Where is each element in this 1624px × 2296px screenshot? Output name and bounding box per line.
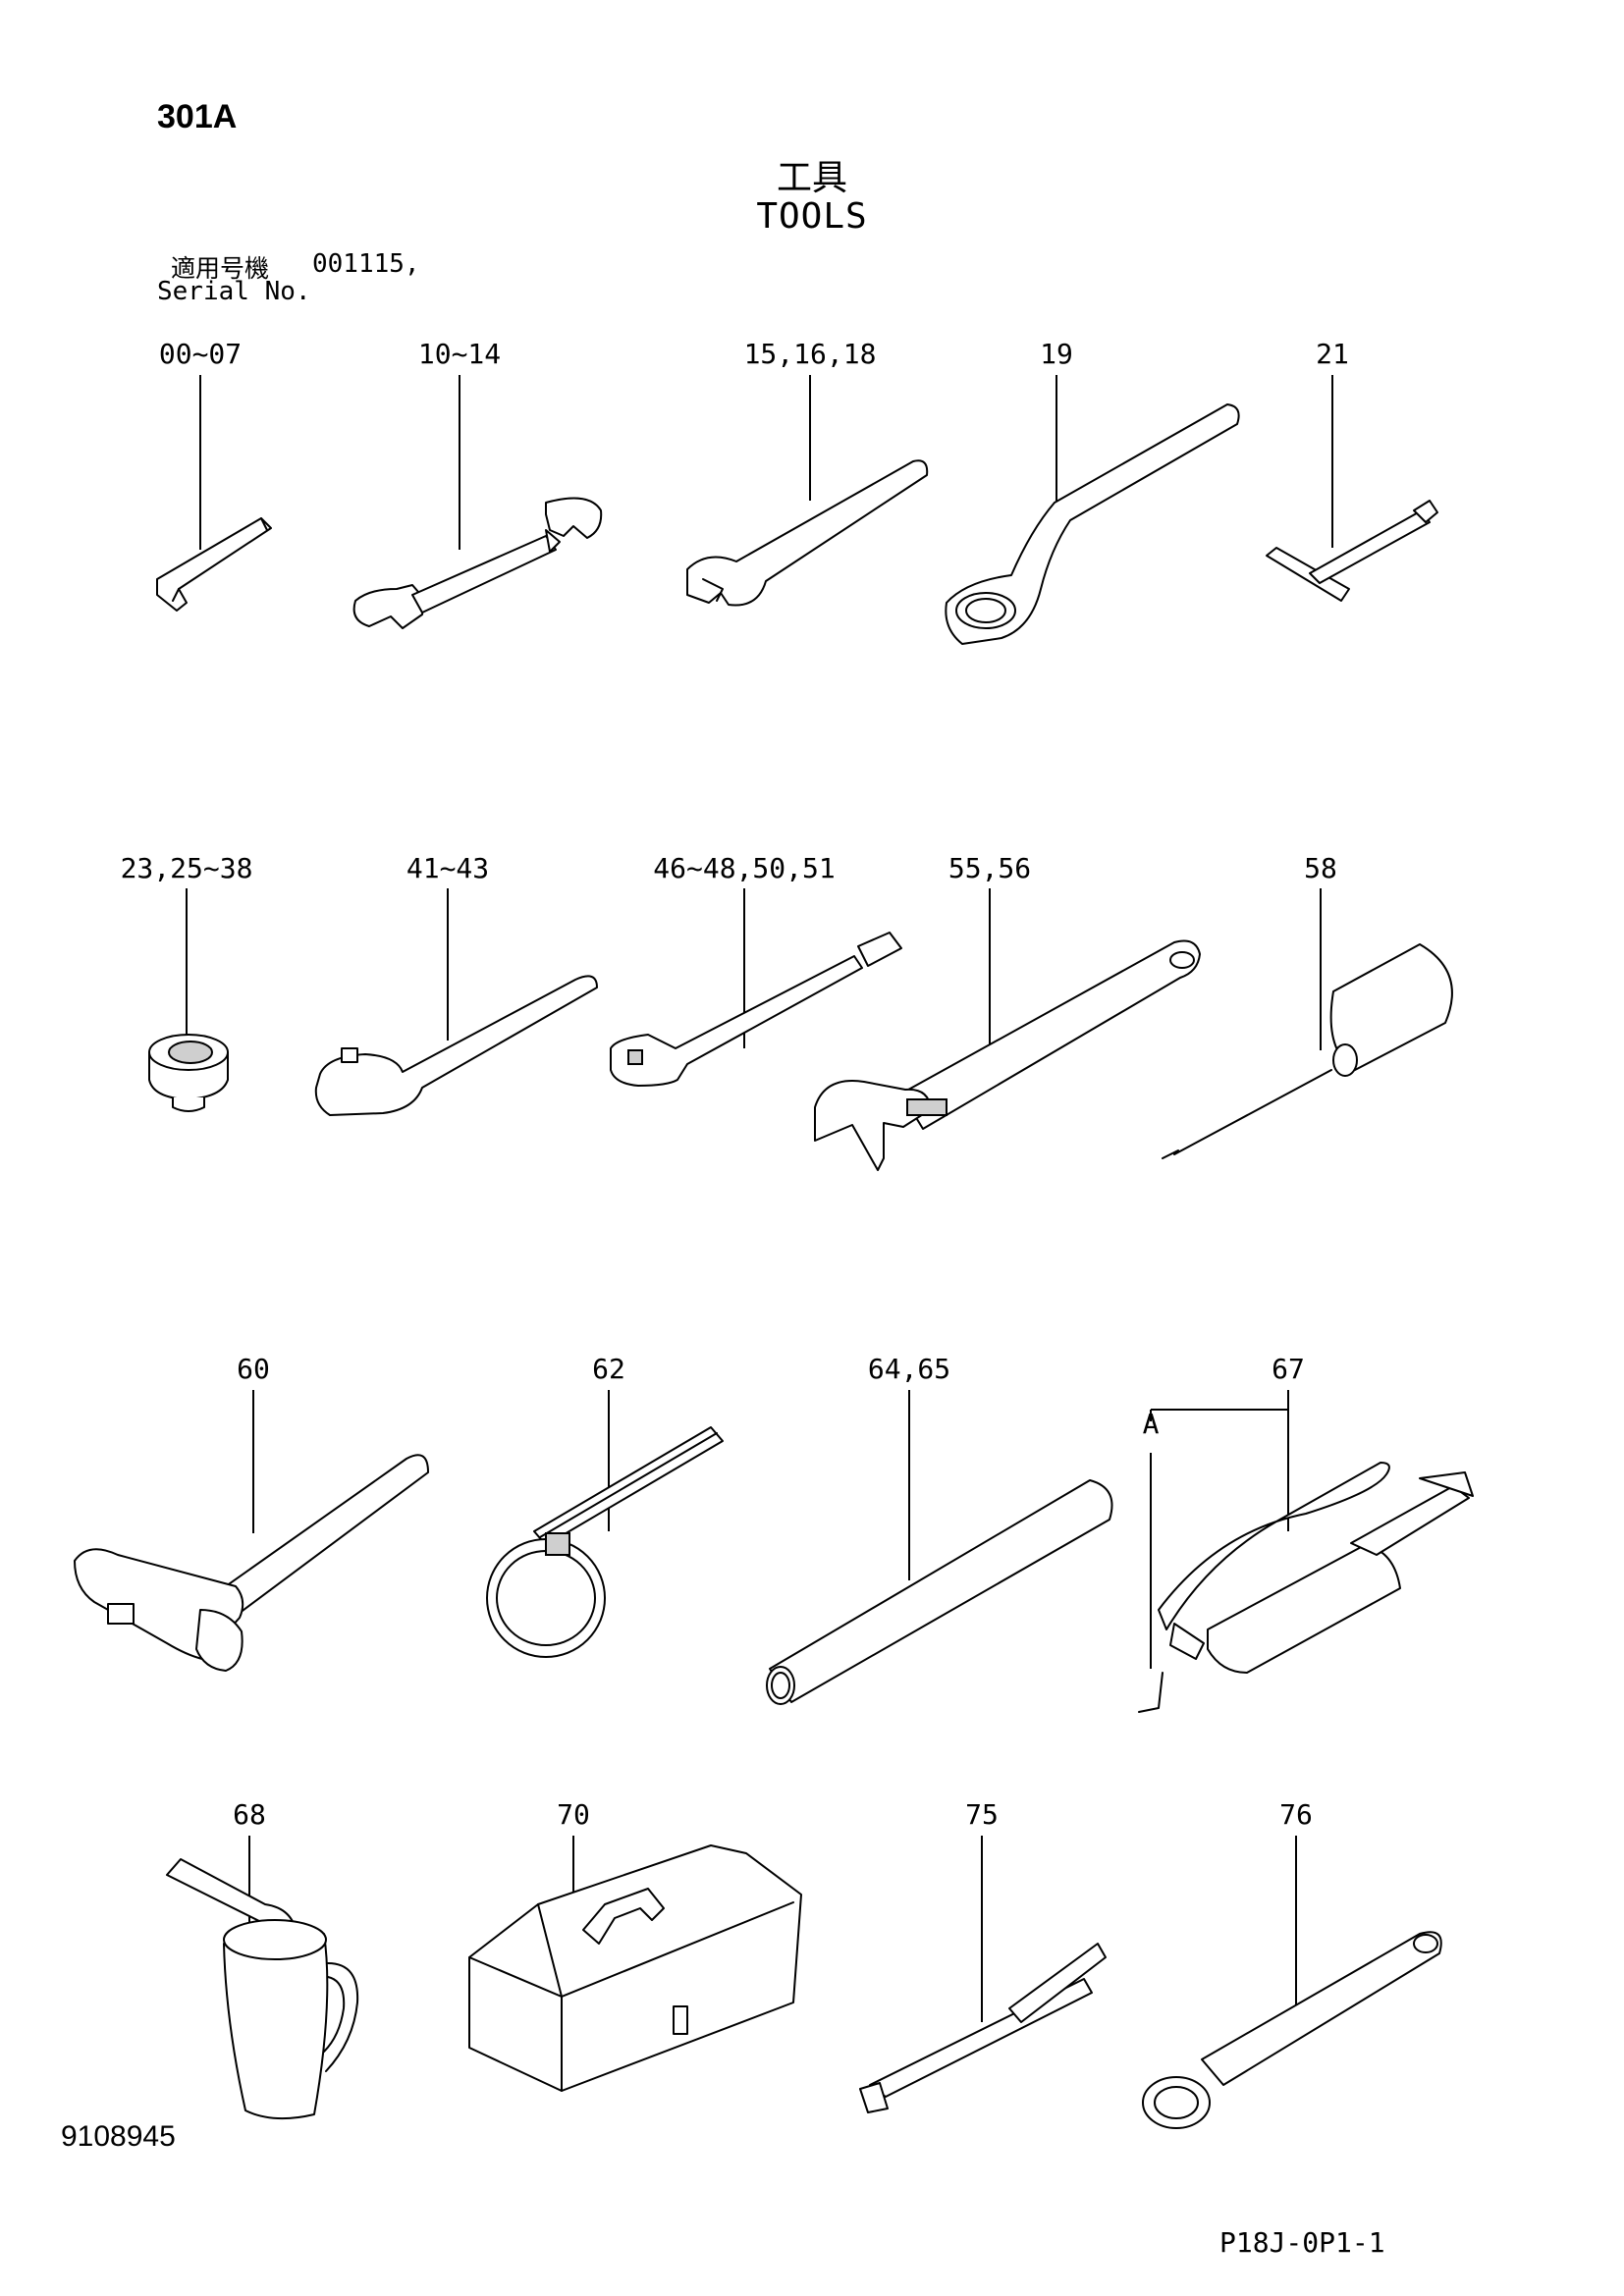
page-title-japanese: 工具: [776, 158, 847, 198]
page-code: 301A: [157, 98, 238, 135]
offset-ring-wrench-icon: [945, 403, 1240, 645]
callout-l-rod: 75: [965, 1798, 999, 1831]
l-rod-icon: [859, 1943, 1107, 2113]
callout-hammer: 60: [237, 1353, 270, 1385]
callout-adjustable-wrench: 55,56: [947, 852, 1032, 884]
serial-value: 001115,: [312, 249, 420, 279]
callout-double-open-wrench: 15,16,18: [743, 338, 877, 370]
callout-ratchet-handle: 41~43: [406, 852, 490, 884]
toolbox-icon: [468, 1844, 802, 2092]
callout-ring-wrench: 76: [1279, 1798, 1313, 1831]
grease-gun-icon: [1138, 1462, 1474, 1713]
extension-bar-icon: [610, 932, 902, 1087]
callout-offset-ring-wrench: 19: [1040, 338, 1073, 370]
callout-filter-wrench: 62: [592, 1353, 625, 1385]
screwdriver-icon: [1162, 943, 1453, 1159]
single-open-wrench-icon: [352, 497, 603, 629]
pipe-icon: [766, 1479, 1113, 1705]
callout-socket: 23,25~38: [120, 852, 253, 884]
page-title: TOOLS: [756, 196, 868, 237]
t-handle-wrench-icon: [1266, 500, 1438, 602]
page-reference: P18J-0P1-1: [1219, 2226, 1385, 2259]
ring-wrench-icon: [1142, 1931, 1442, 2129]
callout-hex-key: 00~07: [158, 338, 243, 370]
callout-pipe: 64,65: [867, 1353, 951, 1385]
hammer-icon: [74, 1454, 429, 1672]
ratchet-handle-icon: [314, 975, 598, 1116]
callout-grease-gun-detail-a: A: [1142, 1408, 1160, 1440]
callout-toolbox: 70: [557, 1798, 590, 1831]
callout-extension-bar: 46~48,50,51: [653, 852, 836, 884]
callout-t-handle-wrench: 21: [1316, 338, 1349, 370]
leader-lines: [186, 375, 1333, 2022]
document-number: 9108945: [61, 2120, 176, 2153]
oil-jug-icon: [166, 1858, 359, 2120]
hex-key-icon: [156, 517, 272, 612]
callout-screwdriver: 58: [1304, 852, 1337, 884]
adjustable-wrench-icon: [814, 939, 1201, 1171]
double-open-wrench-icon: [686, 459, 929, 607]
callout-grease-gun: 67: [1272, 1353, 1305, 1385]
serial-label: Serial No.: [157, 277, 311, 306]
callout-single-open-wrench: 10~14: [417, 338, 502, 370]
socket-icon: [148, 1034, 229, 1112]
filter-wrench-icon: [486, 1426, 724, 1658]
serial-label-japanese: 適用号機: [171, 254, 270, 283]
callout-oil-jug: 68: [233, 1798, 266, 1831]
